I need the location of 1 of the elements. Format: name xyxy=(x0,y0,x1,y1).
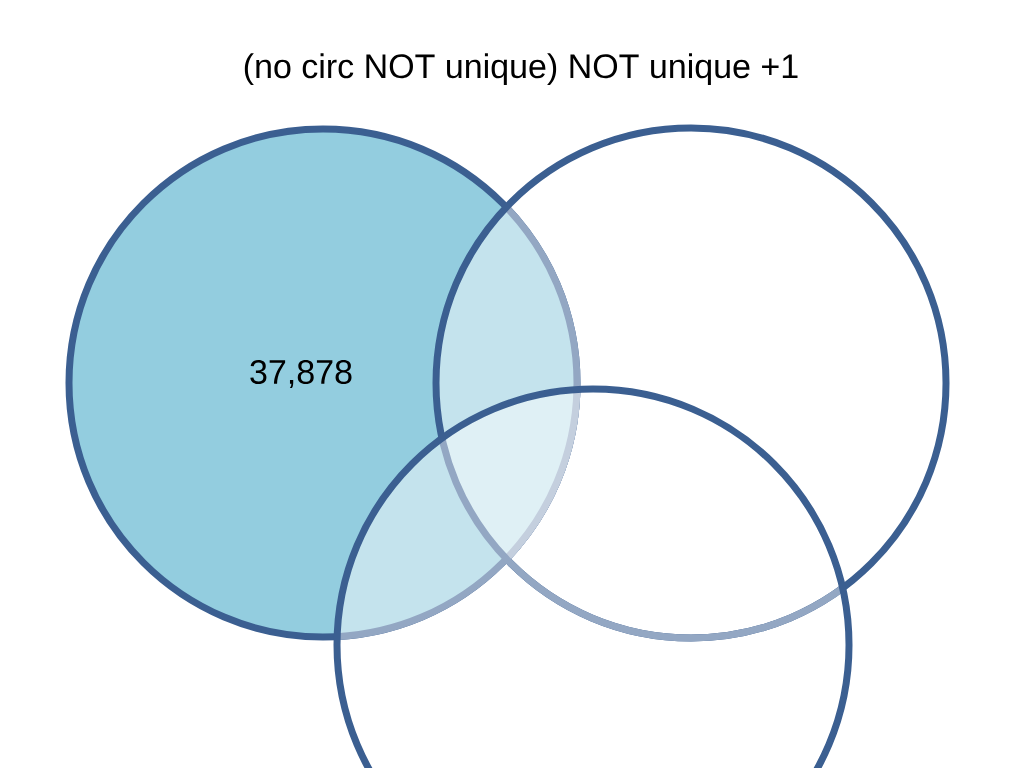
title: (no circ NOT unique) NOT unique +1 xyxy=(244,53,798,86)
